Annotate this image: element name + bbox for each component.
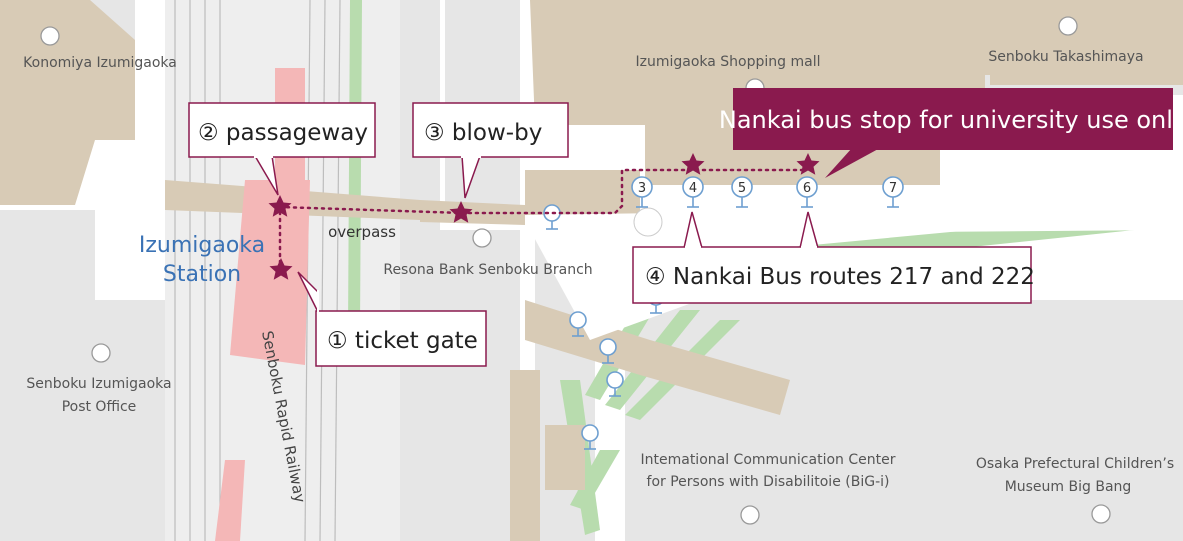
- label-konomiya: Konomiya Izumigaoka: [23, 55, 177, 71]
- callout-passageway-text: ② passageway: [198, 120, 368, 146]
- label-resona: Resona Bank Senboku Branch: [383, 262, 592, 278]
- label-museum-line1: Osaka Prefectural Children’s: [976, 456, 1174, 472]
- bus-stop-number: 3: [638, 181, 646, 196]
- bus-stop-5: 5: [731, 176, 753, 208]
- bus-stop-7: 7: [882, 176, 904, 208]
- roundabout-icon: [633, 207, 663, 237]
- callout-bus-stop-text: Nankai bus stop for university use only: [719, 106, 1183, 134]
- bus-stop-icon: [581, 424, 599, 450]
- bus-stop-number: 6: [803, 181, 811, 196]
- callout-passageway: ② passageway: [188, 102, 376, 196]
- star-icon: [268, 195, 292, 217]
- landmark-dot-icon: [472, 228, 492, 248]
- callout-blowby: ③ blow-by: [412, 102, 569, 199]
- callout-ticket-gate: ① ticket gate: [297, 271, 487, 367]
- bus-stop-3: 3: [631, 176, 653, 208]
- numbered-bus-stops: 3 4 5 6 7: [631, 176, 904, 208]
- label-mall: Izumigaoka Shopping mall: [636, 54, 821, 70]
- landmark-dot-icon: [91, 343, 111, 363]
- waypoint-stars: [268, 153, 820, 280]
- label-station-line1: Izumigaoka: [139, 233, 265, 258]
- bus-stop-number: 4: [689, 181, 697, 196]
- callout-ticket-gate-text: ① ticket gate: [327, 328, 478, 354]
- label-post-line1: Senboku Izumigaoka: [26, 376, 171, 392]
- landmark-dot-icon: [1058, 16, 1078, 36]
- star-icon: [681, 153, 705, 175]
- label-post-line2: Post Office: [62, 399, 137, 415]
- landmark-dot-icon: [1091, 504, 1111, 524]
- label-bigi-line2: for Persons with Disabilitoie (BiG-i): [647, 474, 890, 490]
- bus-stop-icon: [569, 311, 587, 337]
- label-overpass: overpass: [328, 223, 396, 241]
- label-museum-line2: Museum Big Bang: [1005, 479, 1132, 495]
- bus-stop-number: 7: [889, 181, 897, 196]
- callout-blowby-text: ③ blow-by: [424, 120, 542, 146]
- label-takashimaya: Senboku Takashimaya: [988, 49, 1143, 65]
- callout-bus-stop: Nankai bus stop for university use only: [719, 88, 1183, 178]
- label-bigi-line1: Intemational Communication Center: [641, 452, 896, 468]
- callout-bus-routes-text: ④ Nankai Bus routes 217 and 222: [645, 264, 1035, 290]
- landmark-dot-icon: [40, 26, 60, 46]
- label-station-line2: Station: [163, 262, 241, 287]
- star-icon: [269, 258, 293, 280]
- callout-bus-routes: ④ Nankai Bus routes 217 and 222: [632, 211, 1035, 304]
- bus-stop-icon: [606, 371, 624, 397]
- star-icon: [796, 153, 820, 175]
- bus-stop-4: 4: [682, 176, 704, 208]
- bus-stop-icon: [599, 338, 617, 364]
- bus-stop-number: 5: [738, 181, 746, 196]
- landmark-dot-icon: [740, 505, 760, 525]
- star-icon: [449, 201, 473, 223]
- bus-stop-6: 6: [796, 176, 818, 208]
